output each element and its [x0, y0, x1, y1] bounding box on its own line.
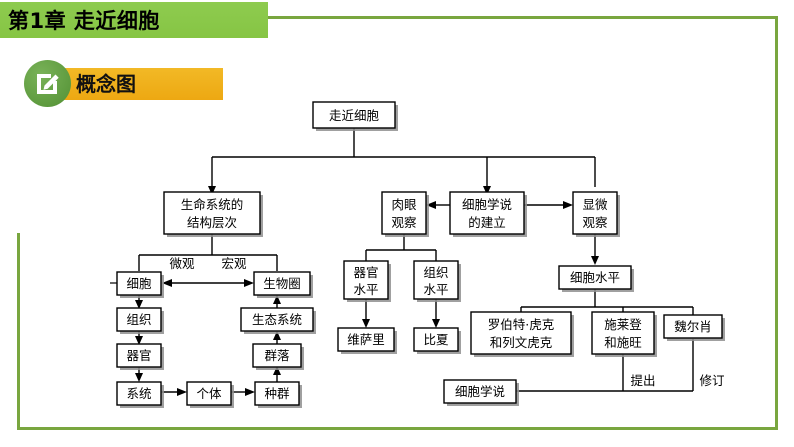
node-label: 走近细胞 — [329, 108, 380, 123]
node-label-line2: 水平 — [423, 282, 448, 297]
node-label: 个体 — [196, 386, 222, 401]
node-levels: 生命系统的 结构层次 — [163, 191, 263, 237]
section-badge — [58, 68, 223, 100]
node-tissue: 组织 — [116, 307, 164, 334]
frame-line-left — [17, 233, 20, 430]
edge-label-revised: 修订 — [699, 373, 724, 388]
section-title: 概念图 — [76, 72, 136, 96]
node-label-line2: 观察 — [582, 215, 608, 230]
edge-label-macro: 宏观 — [221, 256, 247, 271]
node-ecosystem: 生态系统 — [240, 307, 316, 334]
node-community: 群落 — [252, 343, 304, 370]
node-label-line2: 观察 — [391, 215, 417, 230]
frame-line-top — [266, 16, 778, 19]
node-root: 走近细胞 — [312, 101, 398, 131]
concept-map-nodes: 走近细胞 生命系统的 结构层次 肉眼 观察 细胞学说 的建立 — [116, 101, 725, 408]
node-cell-level: 细胞水平 — [558, 265, 634, 292]
node-vesalius: 维萨里 — [337, 327, 397, 354]
node-tissue-level: 组织 水平 — [413, 260, 461, 302]
node-label: 群落 — [264, 348, 290, 363]
node-label: 种群 — [264, 386, 290, 401]
node-label: 组织 — [126, 312, 151, 327]
node-cell-theory-result: 细胞学说 — [443, 379, 519, 406]
node-population: 种群 — [254, 381, 302, 408]
node-label-line1: 细胞学说 — [462, 197, 512, 212]
node-microscope: 显微 观察 — [572, 191, 620, 237]
node-label: 系统 — [126, 386, 151, 401]
node-label-line2: 的建立 — [468, 215, 506, 230]
concept-map-edge-labels: 微观 宏观 提出 修订 — [169, 256, 724, 388]
node-label-line1: 肉眼 — [391, 197, 417, 212]
node-virchow: 魏尔肖 — [663, 314, 725, 341]
page-title: 第1章 走近细胞 — [8, 9, 160, 33]
node-label: 生物圈 — [263, 276, 301, 291]
node-label-line1: 施莱登 — [604, 317, 642, 332]
node-label-line1: 器官 — [353, 265, 378, 280]
node-bichat: 比夏 — [413, 327, 461, 354]
node-label-line2: 和施旺 — [604, 335, 642, 350]
node-label: 生态系统 — [252, 312, 302, 327]
concept-map: 走近细胞 生命系统的 结构层次 肉眼 观察 细胞学说 的建立 — [110, 101, 725, 408]
node-label-line1: 生命系统的 — [181, 197, 244, 212]
node-label-line2: 水平 — [353, 282, 378, 297]
node-label: 细胞水平 — [570, 270, 620, 285]
concept-map-edges — [110, 128, 694, 396]
chapter-title-banner: 第1章 走近细胞 — [0, 2, 268, 38]
node-cell-theory-establishment: 细胞学说 的建立 — [449, 191, 527, 237]
node-label-line2: 结构层次 — [187, 215, 237, 230]
node-label: 细胞学说 — [455, 384, 505, 399]
node-system: 系统 — [116, 381, 164, 408]
node-label: 维萨里 — [347, 332, 385, 347]
edit-note-icon — [24, 60, 71, 107]
node-hooke-leeuwenhoek: 罗伯特·虎克 和列文虎克 — [470, 311, 574, 357]
node-label: 细胞 — [126, 276, 152, 291]
node-organ-level: 器官 水平 — [343, 260, 391, 302]
node-cell: 细胞 — [116, 271, 164, 298]
node-biosphere: 生物圈 — [253, 271, 313, 298]
node-label-line1: 显微 — [582, 197, 608, 212]
node-organ: 器官 — [116, 343, 164, 370]
node-label: 魏尔肖 — [674, 319, 712, 334]
node-label-line2: 和列文虎克 — [490, 335, 553, 350]
node-label-line1: 罗伯特·虎克 — [488, 317, 554, 332]
node-naked-eye: 肉眼 观察 — [381, 191, 429, 237]
node-schleiden-schwann: 施莱登 和施旺 — [591, 311, 657, 357]
frame-line-right — [775, 16, 778, 430]
frame-line-bottom — [17, 427, 778, 430]
edge-label-micro: 微观 — [169, 256, 195, 271]
node-individual: 个体 — [186, 381, 234, 408]
edge-label-proposed: 提出 — [630, 373, 655, 388]
node-label-line1: 组织 — [423, 265, 448, 280]
node-label: 比夏 — [423, 332, 449, 347]
node-label: 器官 — [126, 348, 151, 363]
